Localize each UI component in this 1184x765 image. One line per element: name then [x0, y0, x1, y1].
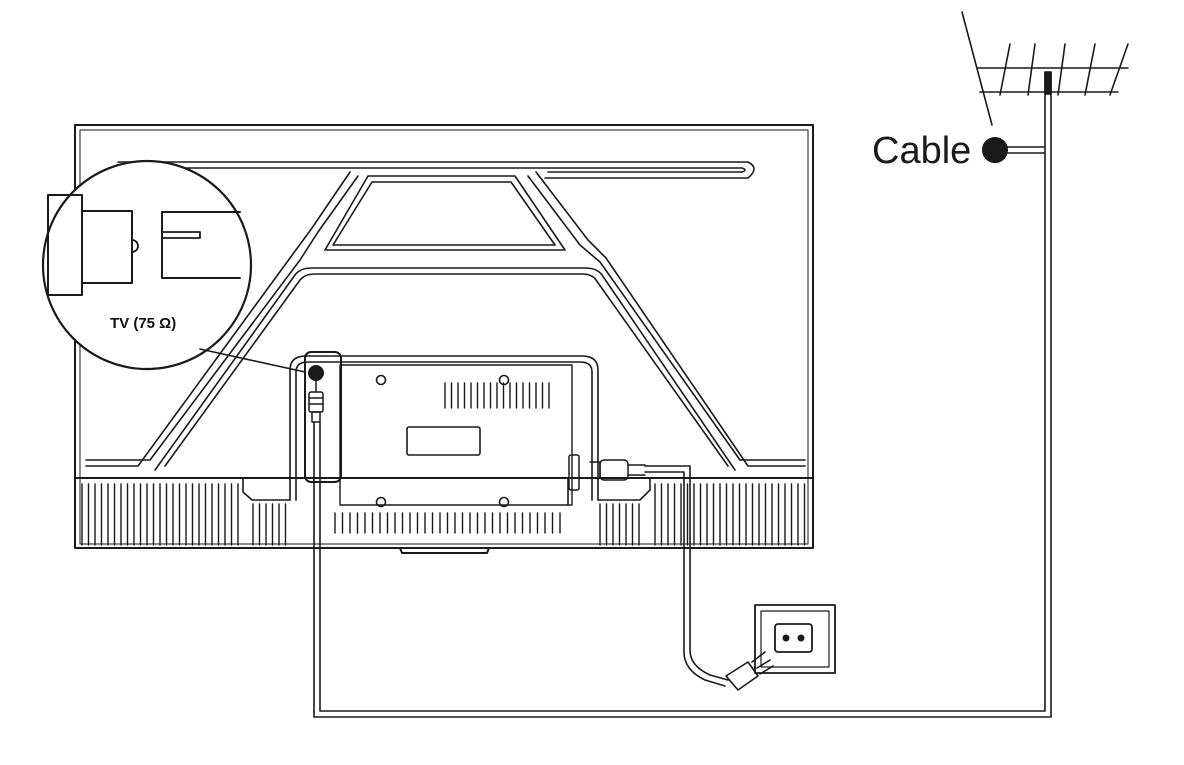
cable-indicator [982, 137, 1046, 163]
power-plug-icon [725, 651, 774, 691]
power-outlet-icon [754, 604, 836, 674]
power-cord [644, 465, 729, 687]
vents [81, 382, 806, 546]
mounting-plate [242, 355, 651, 508]
power-connector [568, 454, 646, 491]
tv-port-label: TV (75 Ω) [110, 315, 176, 332]
port-callout [41, 159, 306, 373]
tv-antenna-port [308, 365, 324, 381]
stand-bracket [85, 161, 806, 471]
terminal-box [304, 351, 342, 483]
coaxial-connector-icon [308, 379, 324, 423]
antenna-cable [313, 71, 1052, 718]
cable-label: Cable [872, 130, 971, 172]
antenna-icon [961, 11, 1129, 126]
